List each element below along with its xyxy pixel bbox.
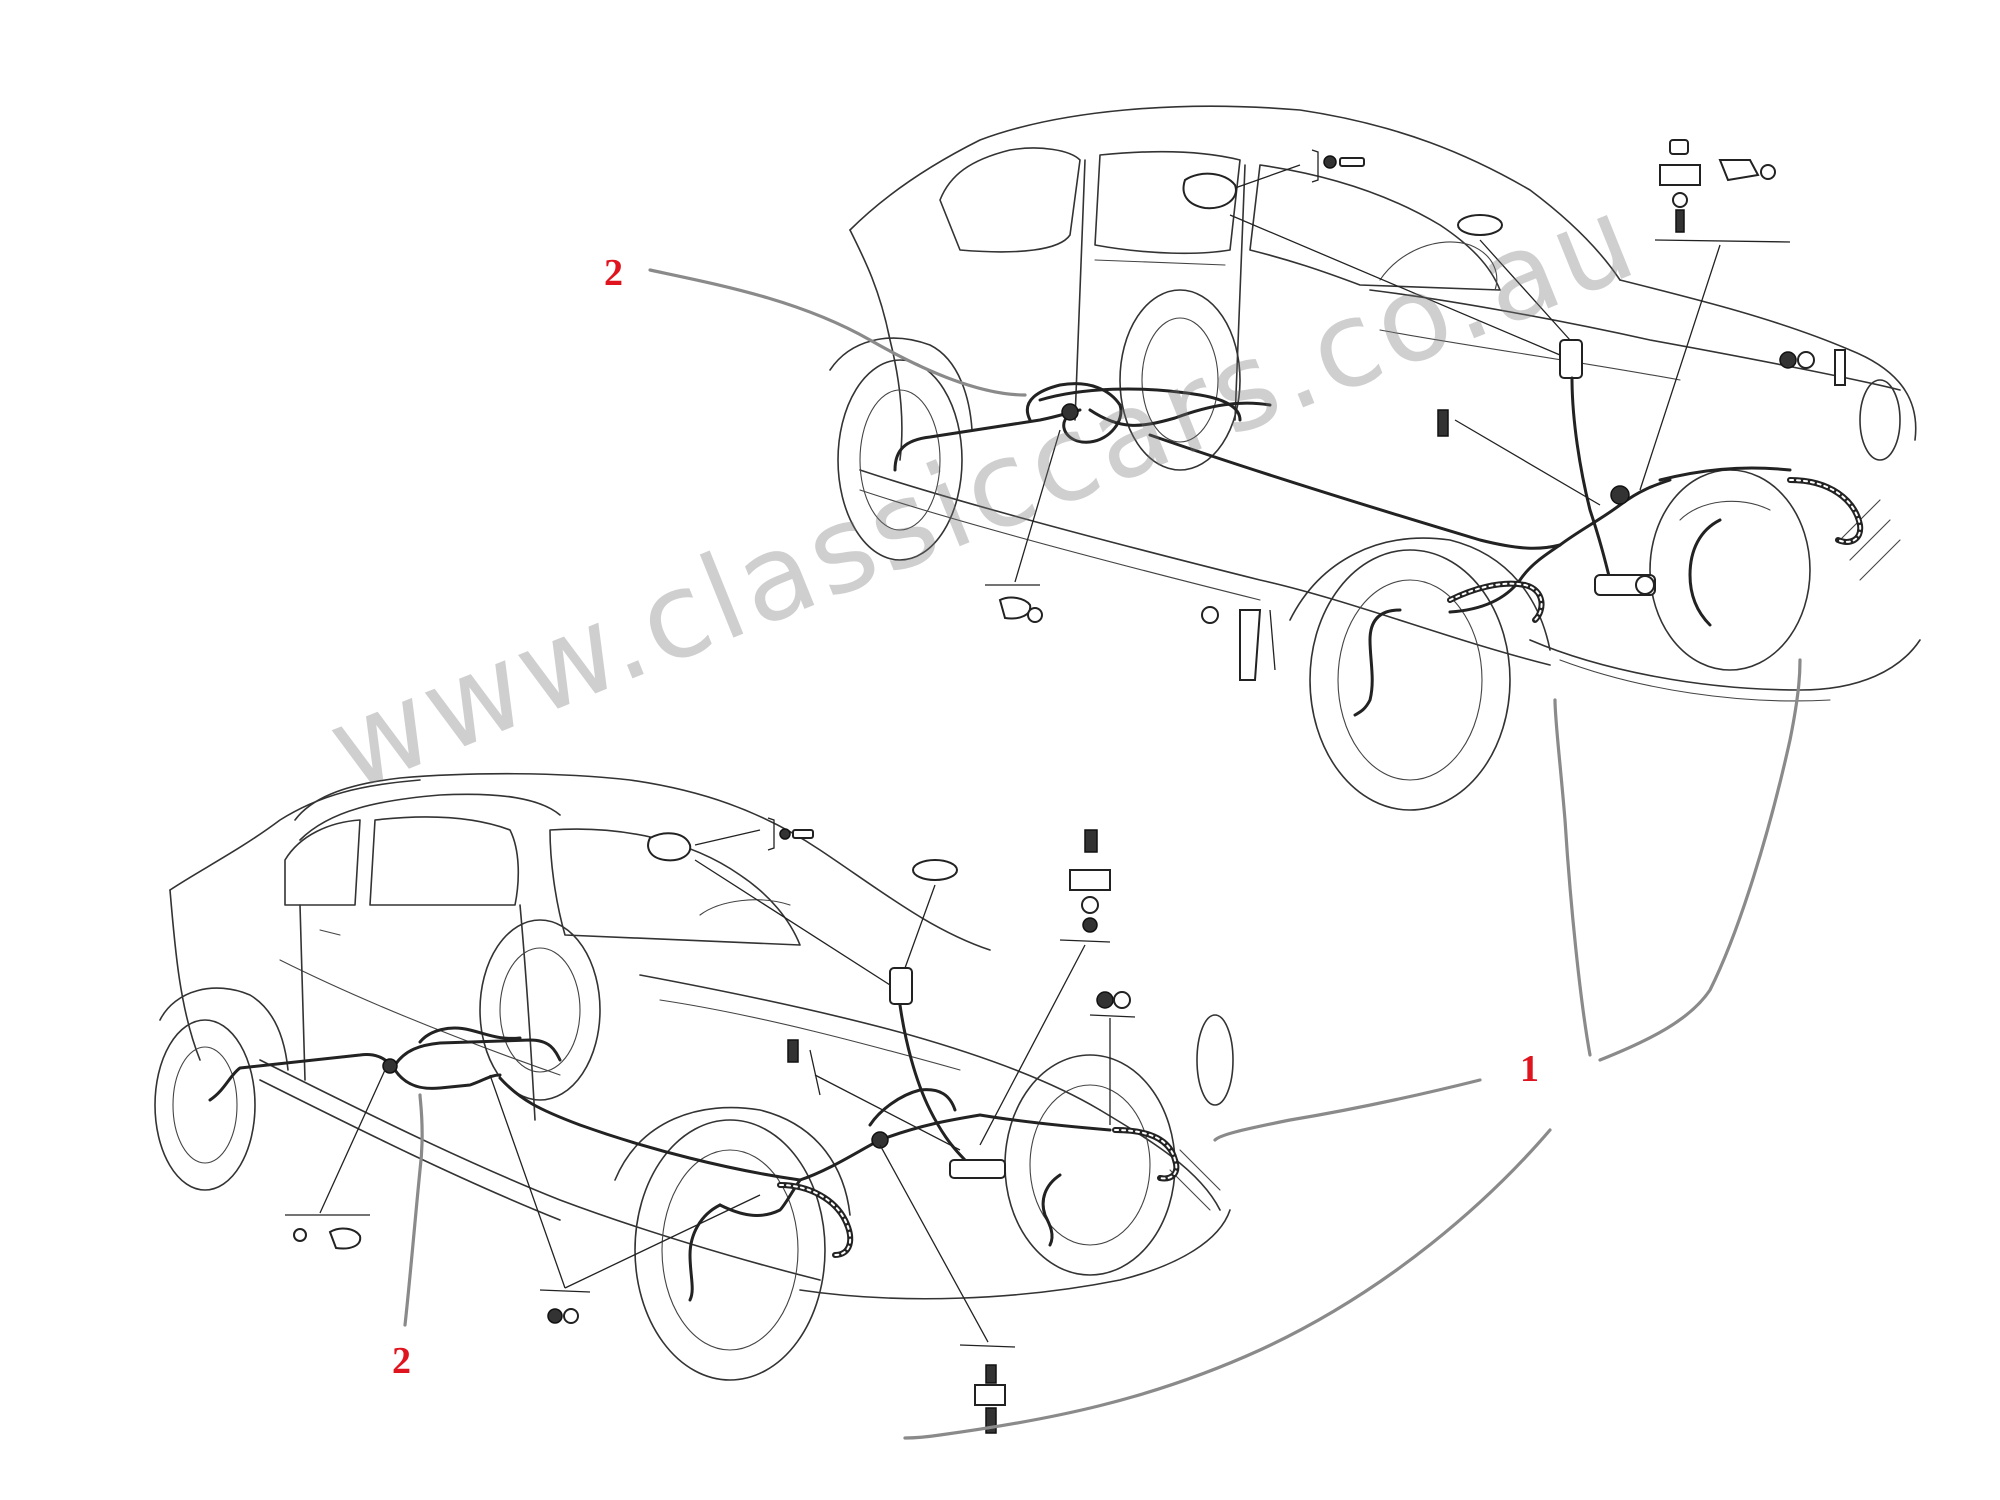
- coupe-exploded-parts: [285, 817, 1136, 1434]
- callout-label-2-top: 2: [604, 252, 623, 294]
- coupe-brake-pipes: [208, 967, 1180, 1302]
- sedan-exploded-parts: [985, 139, 1846, 681]
- callout-label-1: 1: [1520, 1048, 1539, 1090]
- sedan-brake-pipes: [893, 339, 1864, 717]
- sedan-car-outline: [829, 105, 1921, 811]
- pencil-annotations: [403, 268, 1802, 1440]
- callout-label-2-bottom: 2: [392, 1340, 411, 1382]
- coupe-car-outline: [154, 772, 1234, 1381]
